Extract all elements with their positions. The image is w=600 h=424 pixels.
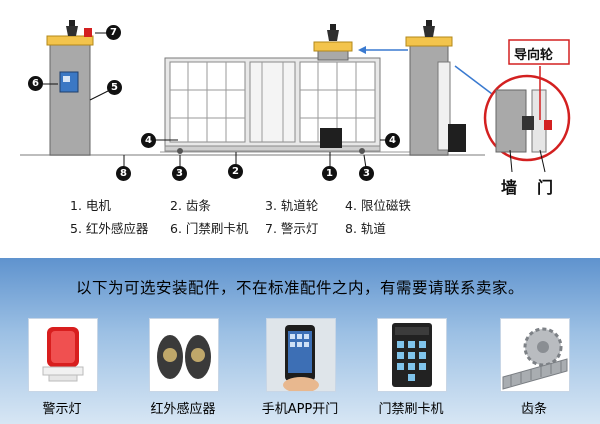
warning-light-icon (42, 327, 84, 382)
guide-wheel-label: 导向轮 (514, 48, 554, 63)
callout-4-left: 4 (141, 133, 156, 148)
accessory-card-rack (500, 318, 570, 392)
right-pillar (405, 20, 466, 156)
optional-accessories-notice: 以下为可选安装配件，不在标准配件之内，有需要请联系卖家。 (75, 279, 524, 297)
legend-item: 5. 红外感应器 (70, 221, 149, 236)
legend-item: 8. 轨道 (345, 221, 386, 236)
accessory-card-warning-light (28, 318, 98, 392)
accessory-label: 红外感应器 (150, 402, 216, 417)
legend-item: 7. 警示灯 (265, 221, 319, 236)
wall-label: 墙 (501, 178, 518, 197)
phone-app-icon (267, 319, 335, 391)
left-pillar (46, 20, 94, 156)
legend-item: 3. 轨道轮 (265, 198, 319, 213)
gate-installation-diagram (20, 20, 571, 173)
callout-3-right: 3 (359, 166, 374, 181)
callout-1: 1 (322, 166, 337, 181)
accessory-label: 手机APP开门 (261, 402, 339, 417)
rack-gear-icon (502, 327, 568, 390)
motor-icon (320, 128, 342, 148)
legend-item: 4. 限位磁铁 (345, 198, 411, 213)
accessory-label: 警示灯 (42, 402, 82, 417)
callout-7: 7 (106, 25, 121, 40)
callout-3-left: 3 (172, 166, 187, 181)
callout-5: 5 (107, 80, 122, 95)
accessory-card-card-reader (377, 318, 447, 392)
accessory-card-phone-app (266, 318, 336, 392)
optional-accessories-panel: 以下为可选安装配件，不在标准配件之内，有需要请联系卖家。 警示灯 红外感应器 (0, 258, 600, 424)
legend-item: 1. 电机 (70, 198, 111, 213)
door-label: 门 (537, 178, 554, 197)
legend-item: 6. 门禁刷卡机 (170, 221, 249, 236)
infrared-sensor-icon (157, 335, 211, 379)
callout-4-right: 4 (385, 133, 400, 148)
accessory-label: 门禁刷卡机 (378, 402, 444, 417)
middle-pillar (313, 24, 353, 61)
callout-6: 6 (28, 76, 43, 91)
accessory-label: 齿条 (520, 402, 547, 417)
accessory-card-infrared-sensor (149, 318, 219, 392)
warning-light-icon (84, 28, 92, 37)
callout-2: 2 (228, 164, 243, 179)
legend-item: 2. 齿条 (170, 198, 211, 213)
callout-8: 8 (116, 166, 131, 181)
sliding-gate (164, 57, 381, 154)
guide-wheel-detail (483, 66, 571, 173)
card-reader-icon (392, 323, 432, 387)
